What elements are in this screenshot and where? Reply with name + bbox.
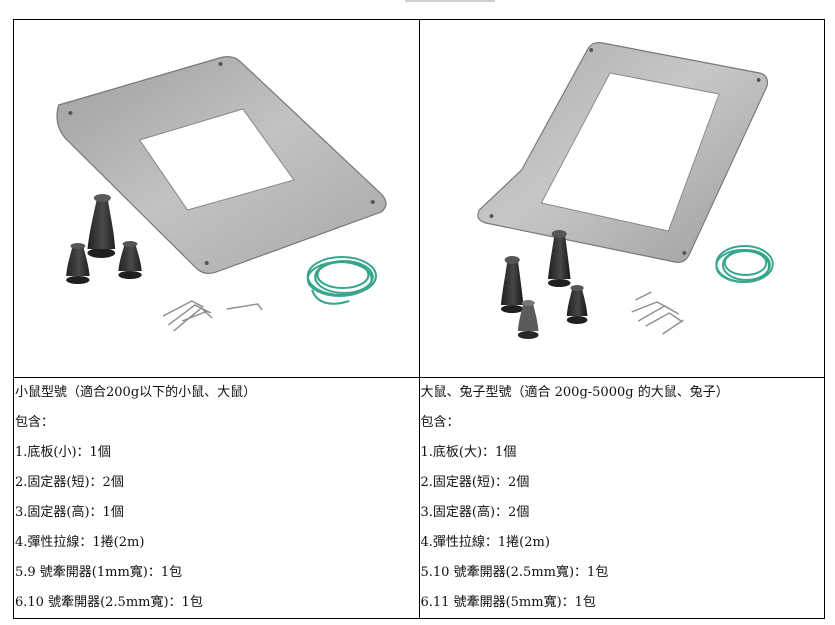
tall-holder-2 — [547, 230, 571, 287]
elastic-cord — [306, 256, 377, 305]
large-model-item: 4.彈性拉線：1捲(2m) — [420, 535, 550, 550]
short-holder-right — [118, 241, 142, 279]
small-model-contains-label: 包含： — [15, 415, 55, 430]
small-model-item: 5.9 號牽開器(1mm寬)：1包 — [15, 565, 183, 580]
product-comparison-table: 小鼠型號（適合200g以下的小鼠、大鼠） 包含： 1.底板(小)：1個 2.固定… — [13, 19, 825, 619]
small-model-item: 2.固定器(短)：2個 — [15, 475, 124, 490]
tall-holder — [87, 194, 116, 258]
large-model-title: 大鼠、兔子型號（適合 200g-5000g 的大鼠、兔子） — [420, 385, 729, 400]
small-model-item: 6.10 號牽開器(2.5mm寬)：1包 — [15, 595, 203, 610]
small-model-photo — [56, 56, 387, 332]
large-model-photo-cell — [418, 19, 825, 378]
small-model-description: 小鼠型號（適合200g以下的小鼠、大鼠） 包含： 1.底板(小)：1個 2.固定… — [13, 377, 420, 619]
small-model-item: 4.彈性拉線：1捲(2m) — [15, 535, 145, 550]
large-retractor-hooks — [630, 291, 684, 335]
tall-holder-1 — [500, 256, 523, 313]
large-model-item: 5.10 號牽開器(2.5mm寬)：1包 — [420, 565, 609, 580]
top-header-mark — [405, 0, 495, 2]
small-model-photo-cell — [13, 19, 420, 378]
short-holder-1 — [517, 300, 539, 339]
large-model-photo — [476, 41, 774, 339]
large-elastic-cord — [714, 245, 774, 283]
short-holder-left — [66, 243, 90, 284]
large-model-description: 大鼠、兔子型號（適合 200g-5000g 的大鼠、兔子） 包含： 1.底板(大… — [418, 377, 825, 619]
large-model-item: 3.固定器(高)：2個 — [420, 505, 530, 520]
large-plate-window-cutout — [540, 72, 720, 232]
small-model-item: 1.底板(小)：1個 — [15, 445, 111, 460]
small-model-title: 小鼠型號（適合200g以下的小鼠、大鼠） — [15, 385, 257, 400]
small-model-item: 3.固定器(高)：1個 — [15, 505, 124, 520]
large-model-item: 2.固定器(短)：2個 — [420, 475, 530, 490]
large-model-item: 6.11 號牽開器(5mm寬)：1包 — [420, 595, 596, 610]
retractor-hooks — [162, 300, 263, 332]
large-model-contains-label: 包含： — [420, 415, 460, 430]
large-model-item: 1.底板(大)：1個 — [420, 445, 517, 460]
short-holder-2 — [566, 285, 587, 324]
plate-window-cutout — [138, 108, 295, 211]
